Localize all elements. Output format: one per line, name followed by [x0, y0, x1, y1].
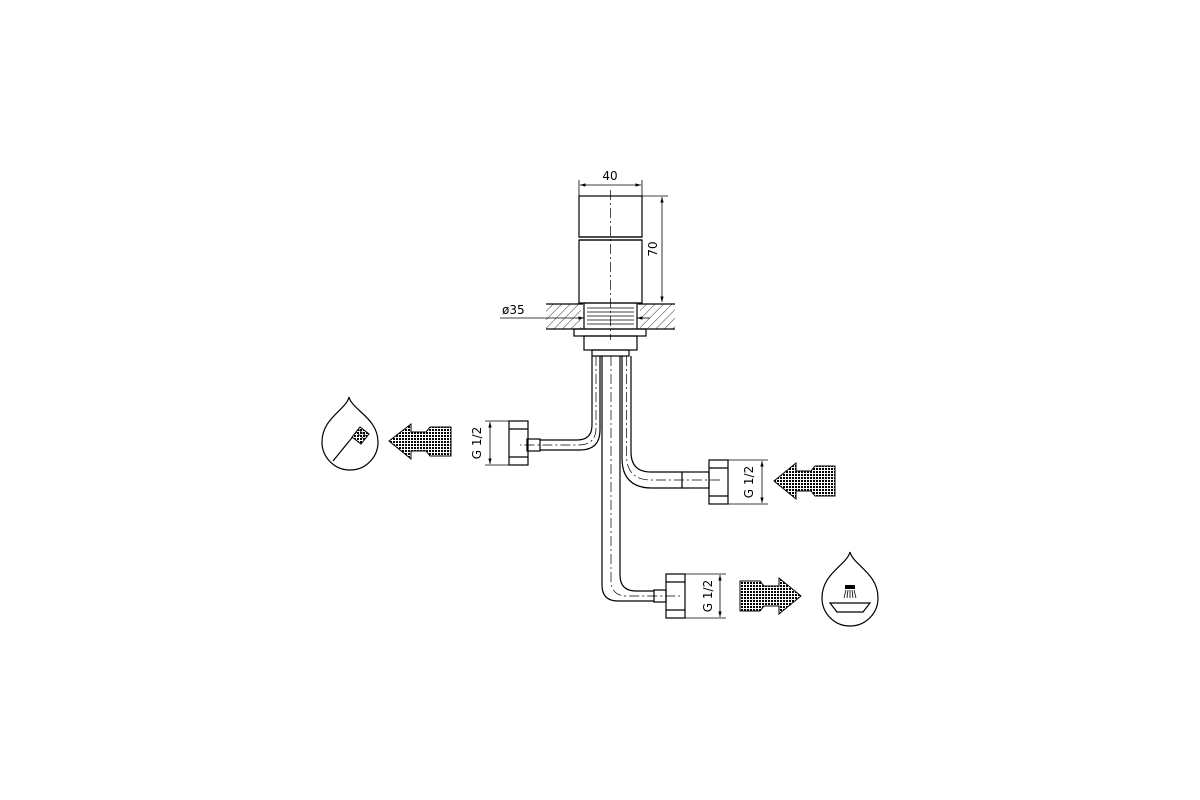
right-thread-label: G 1/2	[742, 466, 756, 498]
mounting-shank	[573, 302, 647, 357]
flow-arrow-left-icon	[388, 422, 452, 461]
thread-dim-bottom: G 1/2	[685, 573, 726, 619]
thread-dim-right: G 1/2	[728, 459, 768, 505]
diameter-label: ø35	[502, 303, 525, 317]
flow-arrow-bottom-icon	[739, 576, 802, 616]
dimension-height: 70	[642, 195, 668, 302]
drop-basin-icon	[821, 551, 879, 627]
dimension-diameter: ø35	[500, 303, 650, 320]
drop-brush-icon	[321, 396, 379, 471]
mixer-body	[578, 190, 643, 340]
bottom-fitting	[653, 573, 686, 619]
thread-dim-left: G 1/2	[470, 420, 509, 466]
dimension-width: 40	[578, 169, 643, 196]
left-fitting	[508, 420, 541, 466]
width-label: 40	[602, 169, 617, 183]
bottom-thread-label: G 1/2	[701, 580, 715, 612]
hose-left	[520, 356, 601, 451]
left-thread-label: G 1/2	[470, 427, 484, 459]
countertop-section	[546, 303, 675, 330]
flow-arrow-right-icon	[773, 461, 836, 501]
right-fitting	[681, 459, 729, 505]
height-label: 70	[646, 241, 660, 256]
hose-right	[621, 356, 720, 489]
hose-bottom	[601, 356, 680, 602]
